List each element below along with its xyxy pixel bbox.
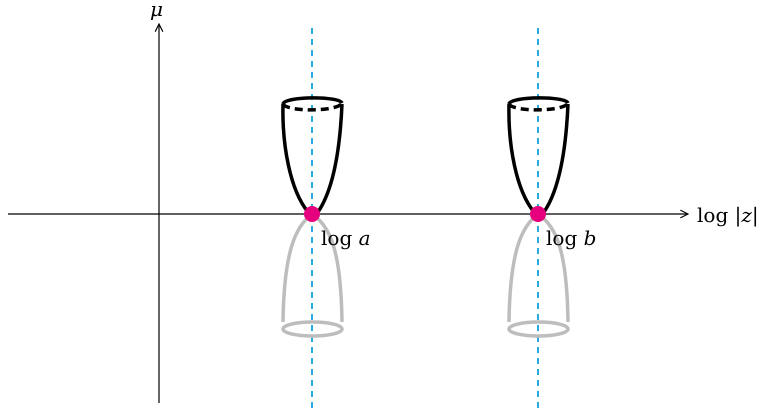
horizontal-axis-label: log |z|	[697, 203, 759, 228]
point-label-a: log a	[321, 226, 371, 250]
point-marker-b	[530, 206, 546, 222]
upper-cone-a	[281, 96, 344, 214]
point-marker-a	[304, 206, 320, 222]
point-label-b: log b	[546, 226, 596, 250]
vertical-axis-label: μ	[150, 0, 163, 21]
upper-cone-b	[507, 96, 570, 214]
